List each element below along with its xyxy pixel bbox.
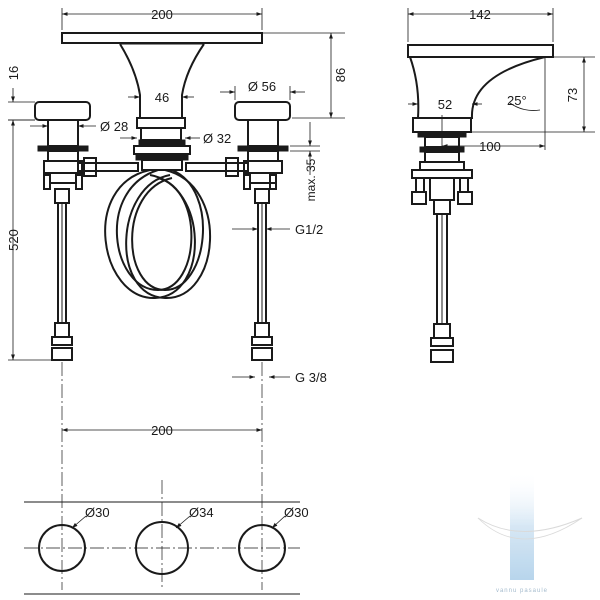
dim-spout-height: 86 [333, 68, 348, 82]
dim-outlet-thread: G 3/8 [295, 370, 327, 385]
connecting-hoses [77, 157, 249, 300]
right-handle [234, 101, 291, 190]
dim-spout-neck: 46 [155, 90, 169, 105]
dim-reach: 100 [479, 139, 501, 154]
side-view: 142 52 25° 73 100 [407, 7, 595, 363]
dim-handle-dia: Ø 56 [248, 79, 276, 94]
dim-max-thickness: max. 35 [304, 158, 318, 201]
mounting-holes-view: Ø30 Ø34 Ø30 [24, 501, 309, 595]
front-view: 200 86 16 46 Ø 56 Ø 28 Ø 32 [6, 7, 348, 590]
right-supply-hose [251, 188, 273, 361]
hole-center [135, 521, 189, 575]
left-supply-hose [51, 188, 73, 361]
dim-total-height: 520 [6, 229, 21, 251]
spout-plate [61, 32, 263, 44]
dim-stem-dia: Ø 28 [100, 119, 128, 134]
dim-spout-stem-dia: Ø 32 [203, 131, 231, 146]
spout-body [119, 43, 205, 119]
dim-hole-right: Ø30 [284, 505, 309, 520]
side-spout-plate [407, 44, 554, 58]
hole-left [38, 524, 86, 572]
side-spout-body [409, 56, 546, 119]
dim-side-height: 73 [565, 88, 580, 102]
watermark-logo: vannu pasaule [477, 470, 583, 594]
dim-hole-center: Ø34 [189, 505, 214, 520]
dim-side-spout-neck: 52 [438, 97, 452, 112]
watermark-text: vannu pasaule [496, 588, 548, 594]
dim-side-width: 142 [469, 7, 491, 22]
dim-inlet-thread: G1/2 [295, 222, 323, 237]
dim-angle: 25° [507, 93, 527, 108]
dim-bottom-spacing: 200 [151, 423, 173, 438]
dim-hole-left: Ø30 [85, 505, 110, 520]
left-handle [34, 101, 91, 190]
dim-top-width: 200 [151, 7, 173, 22]
hole-right [238, 524, 286, 572]
dim-handle-top: 16 [6, 66, 21, 80]
